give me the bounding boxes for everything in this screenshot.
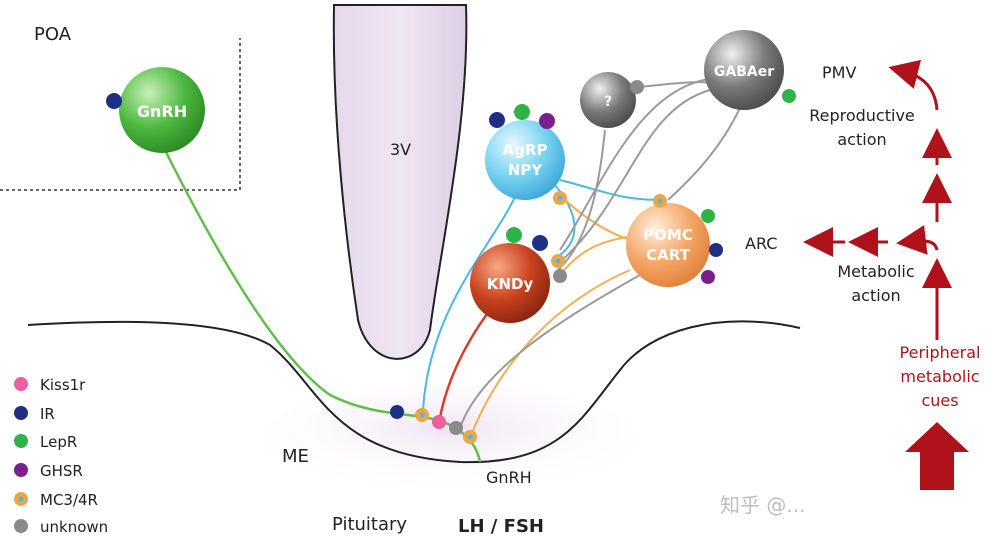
gaba-to-pomc xyxy=(667,107,741,201)
pomc-axon-me xyxy=(469,269,631,439)
terminal-mc4r-1-core xyxy=(419,412,425,418)
lh-fsh-label: LH / FSH xyxy=(458,516,544,537)
gaba-to-kndy-2 xyxy=(559,89,711,263)
pmv-label: PMV xyxy=(822,63,856,82)
terminal-ir xyxy=(390,405,404,419)
pomc-label: POMC xyxy=(643,226,693,244)
reproductive-label-2: action xyxy=(837,130,886,149)
gnrh-neuron-label: GnRH xyxy=(137,102,187,121)
kndy-lepr-receptor xyxy=(506,227,522,243)
legend-lepr-label: LepR xyxy=(40,433,77,451)
kndy-neuron xyxy=(470,243,550,323)
arrow-to-pmv xyxy=(888,59,939,111)
pituitary-label: Pituitary xyxy=(332,514,407,535)
kndy-axon-me xyxy=(438,309,492,419)
agrp-ghsr-receptor xyxy=(539,113,555,129)
pomc-gray-axon xyxy=(459,274,641,429)
metabolic-label-2: action xyxy=(851,286,900,305)
kndy-label: KNDy xyxy=(487,275,534,293)
gabaer-label: GABAer xyxy=(714,64,774,80)
pomc-mc4r-core xyxy=(657,198,663,204)
legend-mc4r-label: MC3/4R xyxy=(40,491,98,509)
npy-label: NPY xyxy=(508,161,544,179)
terminal-mc4r-2-core xyxy=(467,434,473,440)
peripheral-label-1: Peripheral xyxy=(900,343,981,362)
agrp-lepr-receptor xyxy=(514,104,530,120)
unknown-neuron-label: ? xyxy=(604,94,612,110)
poa-label: POA xyxy=(34,24,72,45)
pathway-arrows xyxy=(803,59,952,340)
terminal-kiss1r xyxy=(432,415,446,429)
gabaer-lepr-receptor xyxy=(782,89,796,103)
kndy-unknown-receptor xyxy=(553,269,567,283)
median-eminence-glow xyxy=(260,385,640,495)
agrp-mc4r-core xyxy=(557,195,563,201)
terminal-unknown xyxy=(449,421,463,435)
legend-kiss1r-dot xyxy=(14,377,28,391)
kndy-mc4r-core xyxy=(555,258,561,264)
agrp-npy-neuron xyxy=(485,120,565,200)
legend-mc4r-core xyxy=(18,496,24,502)
legend-ghsr-label: GHSR xyxy=(40,462,83,480)
unknown-neuron xyxy=(580,72,636,128)
reproductive-label-1: Reproductive xyxy=(809,106,915,125)
pomc-ghsr-receptor xyxy=(701,270,715,284)
unknown-cell-receptor xyxy=(630,80,644,94)
watermark: 知乎 @... xyxy=(720,493,805,517)
me-label: ME xyxy=(282,446,309,467)
brain-floor-outline xyxy=(27,320,801,464)
legend-ir-label: IR xyxy=(40,405,55,423)
metabolic-label-1: Metabolic xyxy=(837,262,914,281)
legend: Kiss1r IR LepR GHSR MC3/4R unknown xyxy=(14,376,108,536)
gnrh-ir-receptor xyxy=(106,93,122,109)
gnrh-terminal-label: GnRH xyxy=(486,468,532,487)
cart-label: CART xyxy=(646,246,690,264)
agrp-axon-me xyxy=(422,184,521,411)
big-red-arrow xyxy=(905,422,969,490)
gnrh-neuron xyxy=(119,67,205,153)
third-ventricle-label: 3V xyxy=(390,140,411,159)
poa-boundary xyxy=(0,38,241,191)
unknown-to-gaba xyxy=(639,81,715,91)
arc-label: ARC xyxy=(745,234,777,253)
unknown-cell-projection xyxy=(557,129,606,271)
legend-ir-dot xyxy=(14,406,28,420)
peripheral-label-2: metabolic xyxy=(900,367,979,386)
legend-unknown-label: unknown xyxy=(40,518,108,536)
peripheral-label-3: cues xyxy=(921,391,958,410)
agrp-ir-receptor xyxy=(489,112,505,128)
gabaer-neuron xyxy=(704,30,784,110)
legend-ghsr-dot xyxy=(14,463,28,477)
pomc-cart-neuron xyxy=(626,203,710,287)
arrow-to-arc-1 xyxy=(896,225,939,255)
me-terminals xyxy=(390,405,477,444)
legend-kiss1r-label: Kiss1r xyxy=(40,376,86,394)
gaba-to-kndy-1 xyxy=(559,77,721,251)
legend-unknown-dot xyxy=(14,519,28,533)
legend-lepr-dot xyxy=(14,434,28,448)
kndy-ir-receptor xyxy=(532,235,548,251)
pomc-lepr-receptor xyxy=(701,209,715,223)
agrp-to-pomc xyxy=(559,179,661,201)
agrp-label: AgRP xyxy=(503,141,548,159)
third-ventricle xyxy=(332,4,468,360)
pomc-ir-receptor xyxy=(709,243,723,257)
